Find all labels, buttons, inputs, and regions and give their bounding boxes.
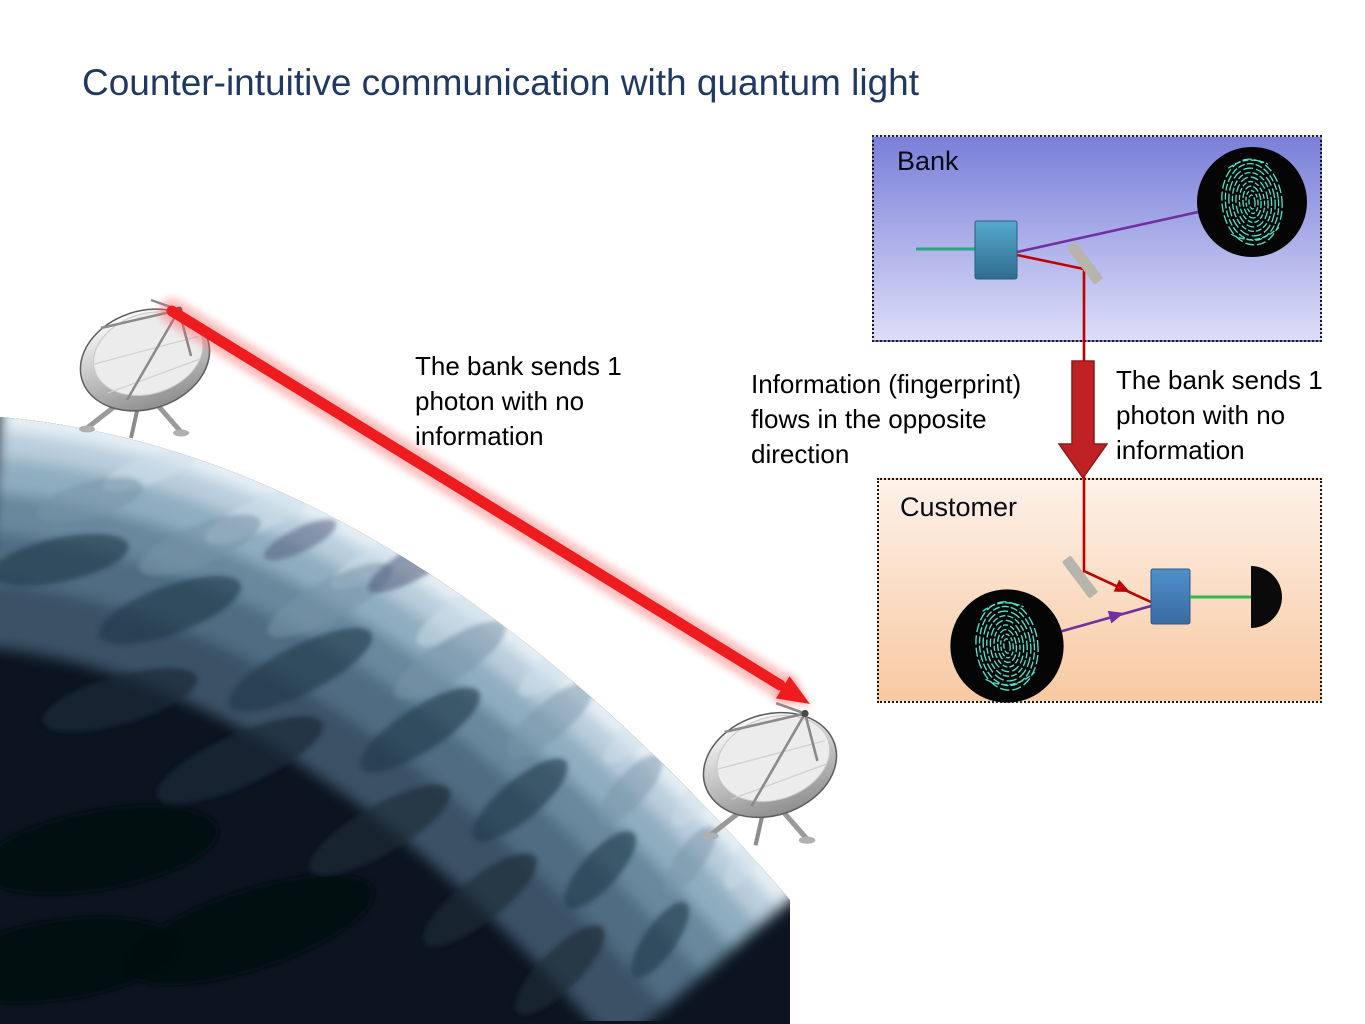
earth-illustration (0, 417, 790, 1024)
uplink-annotation: The bank sends 1 photon with no informat… (415, 351, 622, 451)
bank-panel: Bank (872, 135, 1322, 342)
downlink-annotation: The bank sends 1 photon with no informat… (1116, 365, 1323, 465)
customer-panel: Customer (877, 478, 1322, 703)
customer-panel-label: Customer (900, 492, 1018, 522)
bank-panel-label: Bank (897, 146, 959, 176)
page-title: Counter-intuitive communication with qua… (82, 62, 920, 103)
counterflow-annotation: Information (fingerprint) flows in the o… (751, 369, 1022, 469)
